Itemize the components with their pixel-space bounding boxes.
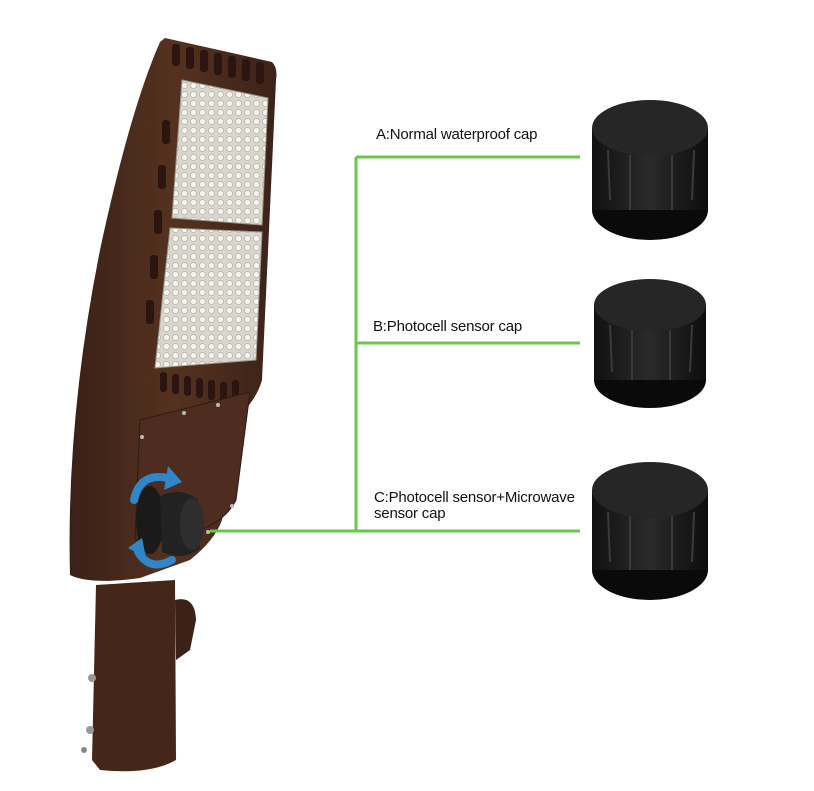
cap-b-image — [594, 279, 706, 408]
led-module-lower — [154, 227, 263, 369]
fixture-sensor-socket — [136, 486, 204, 557]
cap-a-label: A:Normal waterproof cap — [376, 126, 538, 143]
cap-a-image — [592, 100, 708, 240]
connector-lines — [210, 155, 580, 533]
cap-b-label: B:Photocell sensor cap — [373, 318, 523, 335]
cap-c-label: C:Photocell sensor+Microwave sensor cap — [374, 489, 575, 522]
led-module-upper — [171, 79, 269, 226]
cap-c-image — [592, 462, 708, 600]
street-light-fixture — [69, 38, 277, 772]
rotate-arrows-icon — [130, 473, 176, 569]
